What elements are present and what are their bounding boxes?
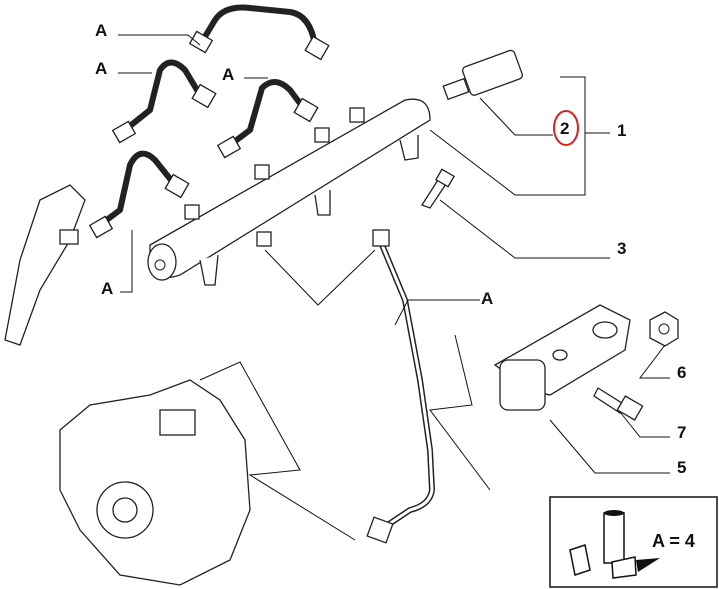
callout-a: A [481, 289, 493, 308]
high-pressure-pump [59, 379, 251, 586]
pipe-nuts [88, 30, 394, 544]
parts-pack-icon [569, 510, 660, 579]
callout-a: A [222, 65, 234, 84]
leader-lines [118, 34, 670, 541]
bolt-3 [421, 168, 455, 209]
callout-7[interactable]: 7 [677, 423, 686, 442]
callout-a: A [101, 279, 113, 298]
callout-6[interactable]: 6 [677, 363, 686, 382]
callout-a: A [95, 21, 107, 40]
injector-pipes [97, 4, 435, 533]
callout-3[interactable]: 3 [617, 239, 626, 258]
injector [4, 184, 86, 346]
callout-a: A [95, 59, 107, 78]
bolt-7 [593, 387, 644, 421]
fuel-rail [147, 98, 431, 286]
callout-1[interactable]: 1 [617, 121, 626, 140]
callout-5[interactable]: 5 [677, 458, 686, 477]
highlight-circle [553, 110, 579, 146]
legend-text: A = 4 [652, 531, 695, 551]
pressure-sensor [442, 49, 523, 101]
bracket-5 [493, 304, 631, 411]
callout-2[interactable]: 2 [560, 119, 569, 138]
quantity-legend: A = 4 [549, 496, 718, 588]
nut-6 [649, 311, 679, 347]
